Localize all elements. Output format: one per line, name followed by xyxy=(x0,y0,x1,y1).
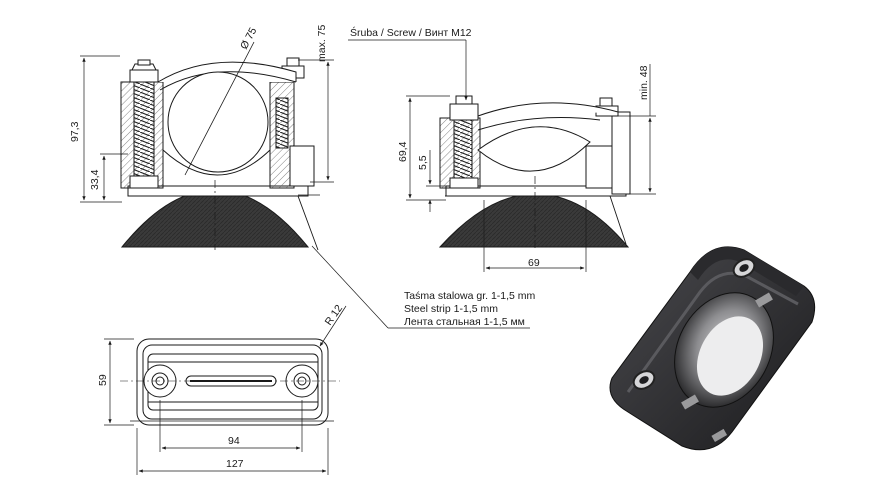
rubber-pad-right xyxy=(438,193,630,248)
strip-label-ru: Лента стальная 1-1,5 мм xyxy=(404,316,525,328)
product-render xyxy=(609,246,816,451)
dim-lower-height: 33,4 xyxy=(89,169,101,190)
dim-depth: 59 xyxy=(97,374,109,386)
screw-callout: Śruba / Screw / Винт M12 xyxy=(350,26,472,39)
dim-right-height: 69,4 xyxy=(397,141,409,162)
dim-hole-spacing: 94 xyxy=(228,435,240,447)
dimensions-top xyxy=(104,305,347,475)
screw-thread-left xyxy=(133,79,155,177)
pipe-bore-right xyxy=(477,126,591,172)
pipe-bore-left xyxy=(167,71,269,173)
strip-callout-leader xyxy=(311,245,530,329)
strip-label-pl: Taśma stalowa gr. 1-1,5 mm xyxy=(404,290,536,302)
top-view xyxy=(120,338,340,426)
render-pad-2 xyxy=(681,394,699,410)
upper-clamp-right xyxy=(477,102,619,117)
nut-top-left xyxy=(129,69,159,83)
render-pad-1 xyxy=(755,292,773,308)
dim-base-width: 69 xyxy=(528,257,540,269)
dim-length: 127 xyxy=(226,458,244,470)
dimensions-right xyxy=(348,39,656,272)
dim-gap: 5,5 xyxy=(417,155,429,170)
screw-thread-right xyxy=(453,119,473,179)
side-view-left xyxy=(120,41,319,251)
strip-label-en: Steel strip 1-1,5 mm xyxy=(404,303,498,315)
dim-radius: R 12 xyxy=(323,303,346,328)
dim-min-height: min. 48 xyxy=(638,65,650,100)
side-view-right xyxy=(438,95,631,250)
dim-diameter: Ø 75 xyxy=(238,26,259,52)
dim-max-height: max. 75 xyxy=(316,24,328,62)
dim-total-height: 97,3 xyxy=(69,121,81,142)
dimensions-left xyxy=(80,55,334,203)
